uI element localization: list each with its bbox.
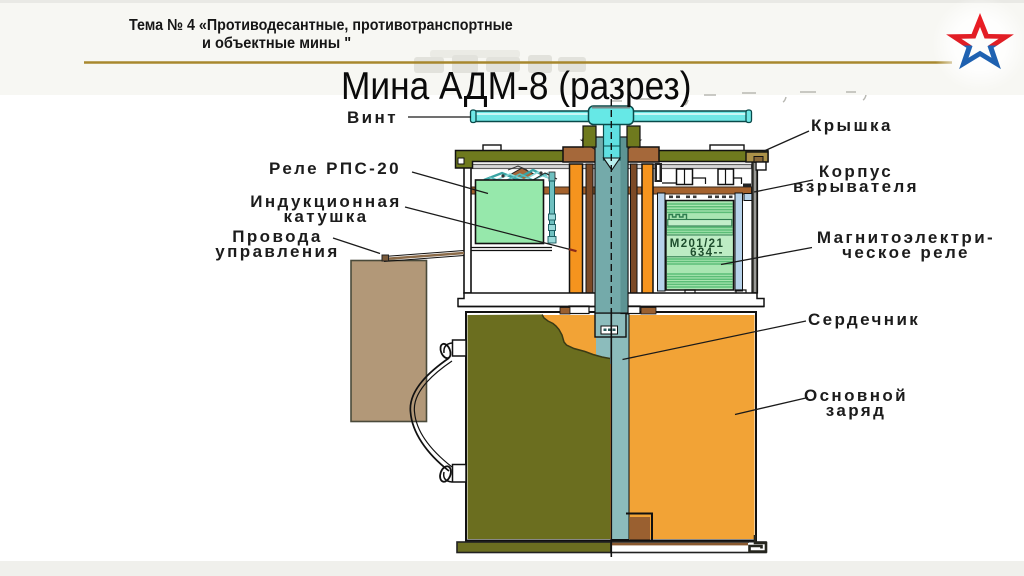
svg-text:М201/21: М201/21: [670, 238, 725, 250]
svg-text:634--: 634--: [690, 247, 724, 259]
